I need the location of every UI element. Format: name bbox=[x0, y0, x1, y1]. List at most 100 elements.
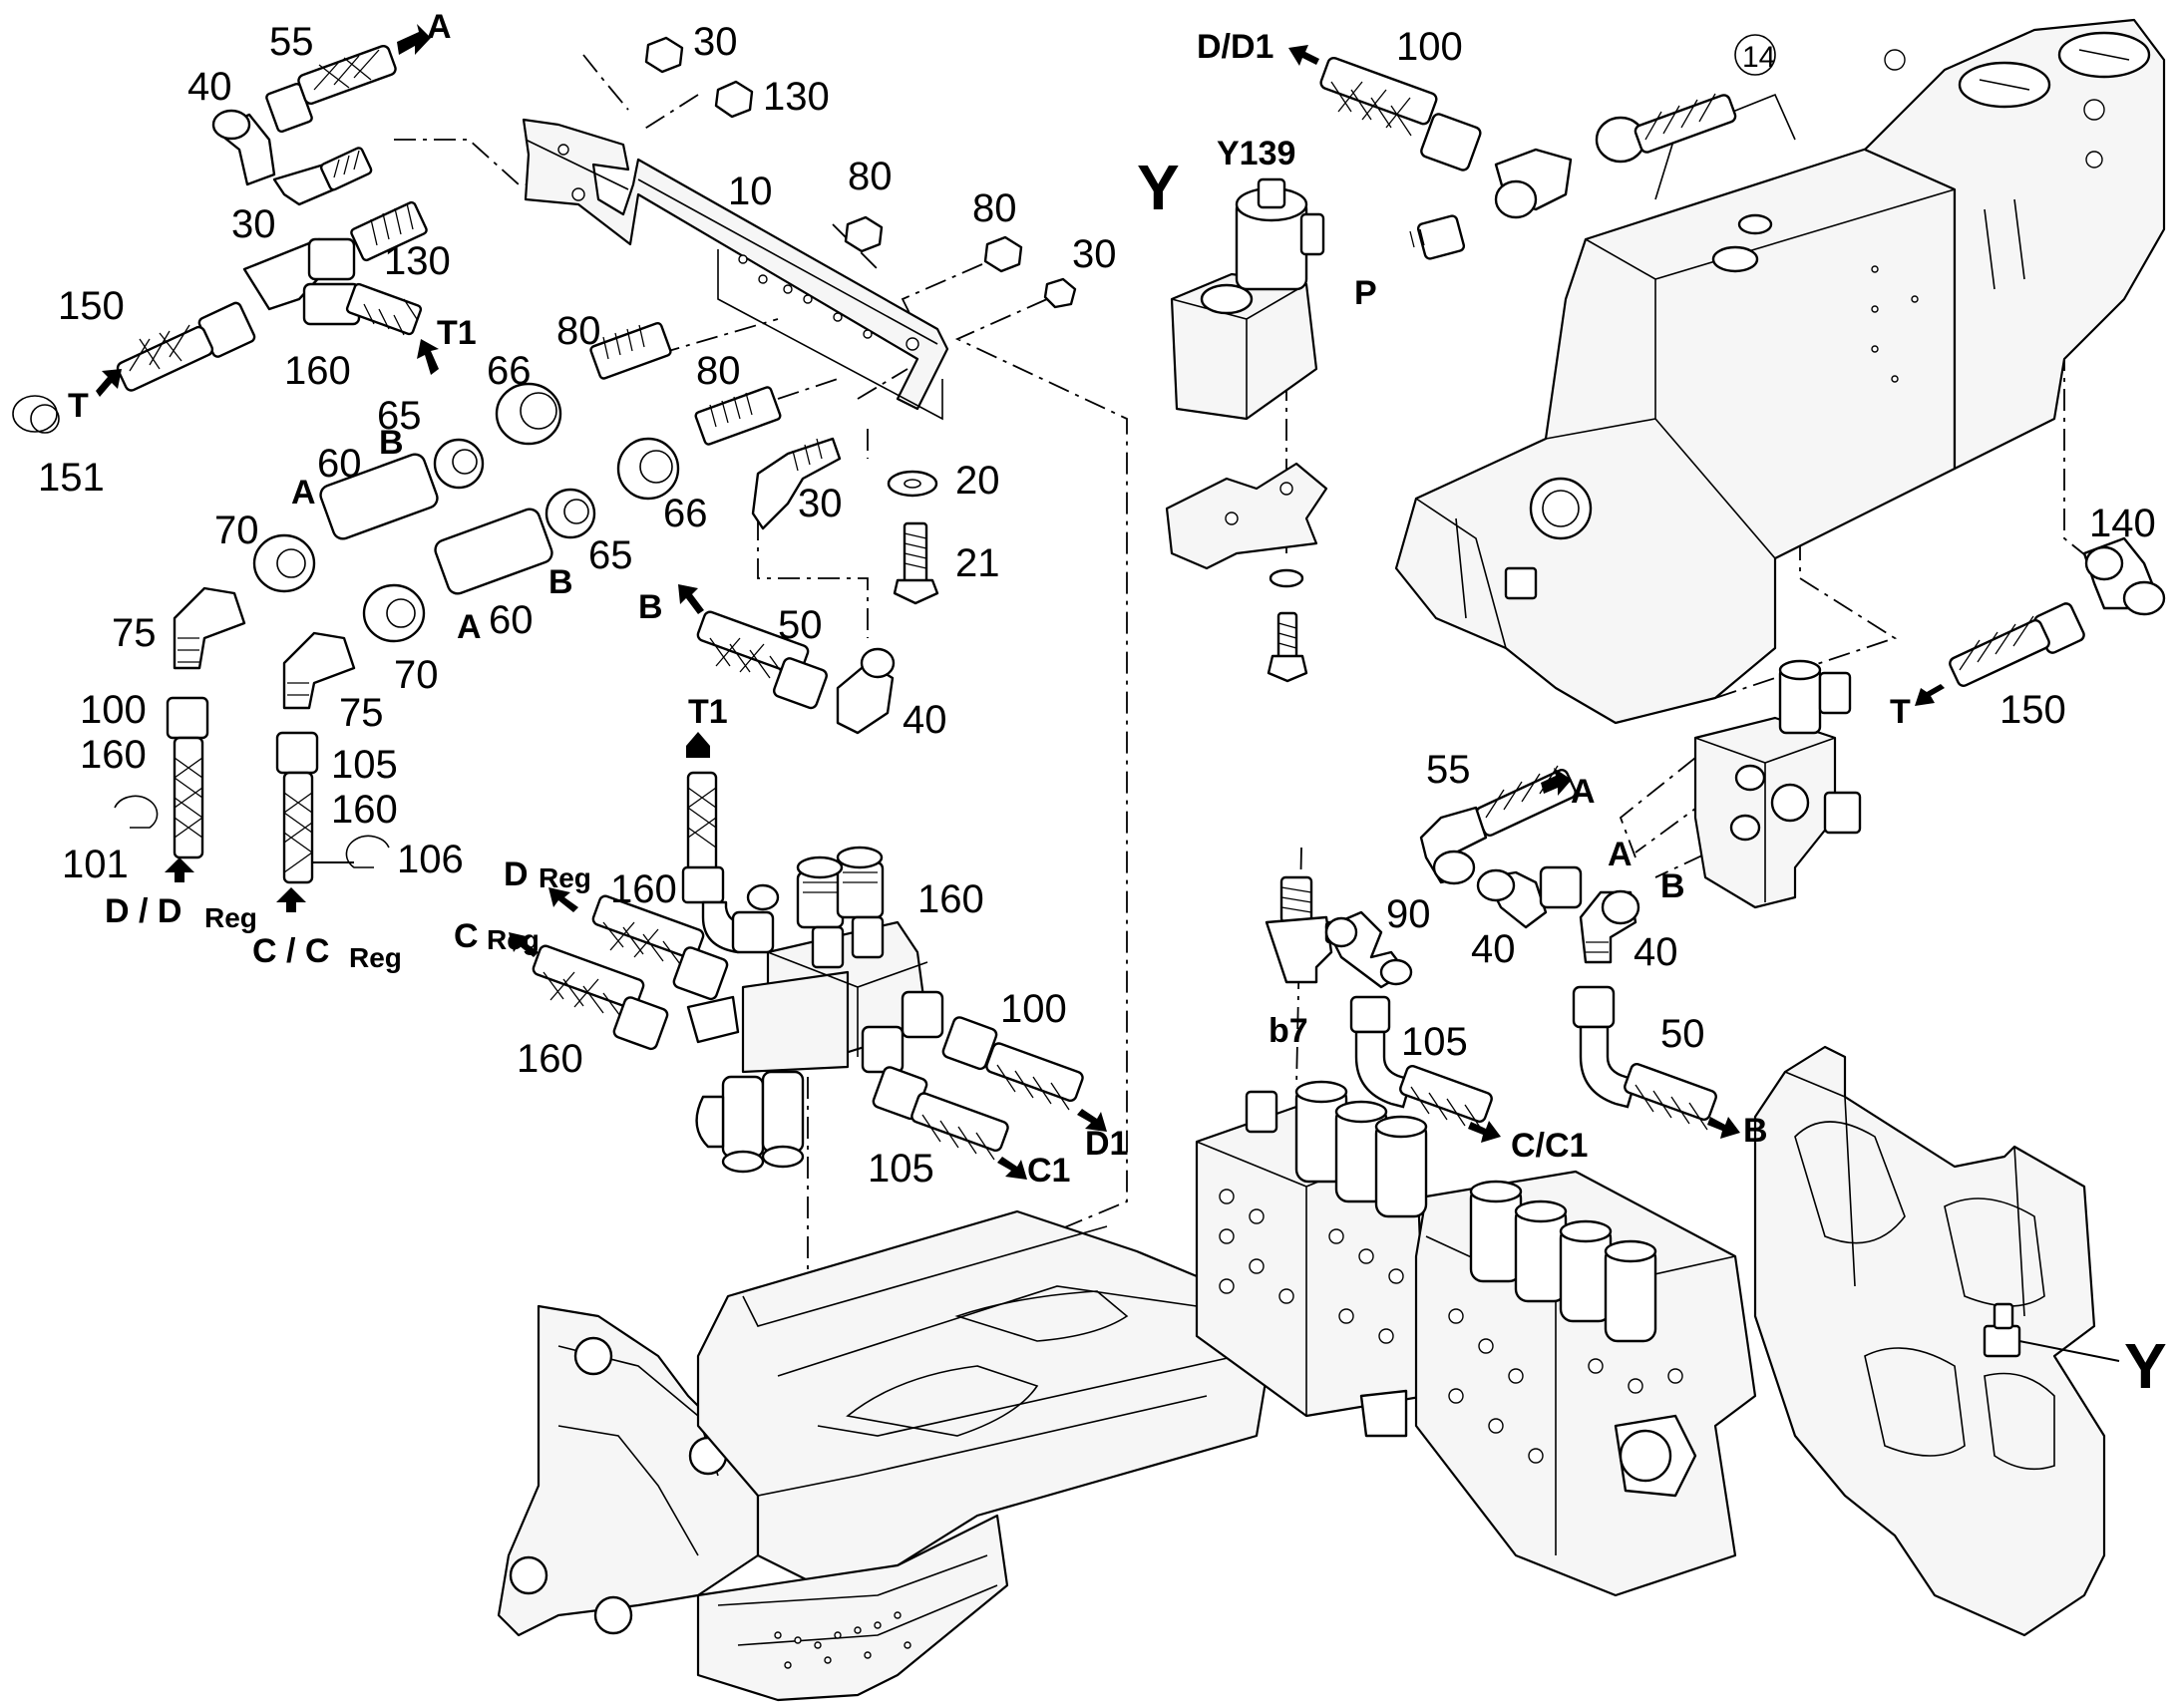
housing-rivets bbox=[1871, 265, 1919, 383]
label-55a: 55 bbox=[269, 20, 314, 64]
adapter-70a bbox=[252, 533, 316, 593]
fittings-top-right bbox=[1319, 34, 1776, 260]
label-75b: 75 bbox=[339, 691, 384, 735]
clamp-151 bbox=[12, 395, 60, 434]
arrow-T1a bbox=[417, 339, 439, 375]
label-creg-sub: Reg bbox=[487, 924, 540, 955]
arrow-T1b bbox=[686, 732, 710, 746]
label-arrow-t1b: T1 bbox=[688, 693, 728, 731]
label-arrow-a3: A bbox=[1608, 836, 1633, 873]
arrow-dd1 bbox=[1288, 45, 1319, 66]
label-105c: 105 bbox=[1401, 1020, 1468, 1064]
label-160f: 160 bbox=[517, 1037, 583, 1081]
hoses-center bbox=[532, 894, 1084, 1161]
label-arrow-a2: A bbox=[1571, 773, 1596, 811]
label-70a: 70 bbox=[214, 509, 259, 552]
nut-80b bbox=[983, 235, 1023, 273]
nut-80a bbox=[844, 215, 884, 253]
label-80d: 80 bbox=[696, 349, 741, 393]
label-105b: 105 bbox=[868, 1147, 934, 1191]
fitting-group-top-left bbox=[12, 44, 428, 434]
arrow-creg bbox=[509, 932, 539, 957]
tee-fitting-top-left bbox=[242, 237, 423, 336]
label-160e: 160 bbox=[917, 877, 984, 921]
label-160b: 160 bbox=[80, 733, 147, 777]
label-66b: 66 bbox=[663, 492, 708, 535]
arrow-A1 bbox=[397, 24, 431, 55]
label-66a: 66 bbox=[487, 349, 532, 393]
label-14: 14 bbox=[1742, 41, 1775, 74]
label-arrow-b4: B bbox=[1743, 1112, 1768, 1150]
label-30a: 30 bbox=[231, 202, 276, 246]
label-y-top: Y bbox=[1137, 152, 1180, 223]
elbow-40-top bbox=[211, 109, 276, 186]
elbow-30d bbox=[751, 437, 842, 530]
callout-labels: 55 A 40 30 30 130 130 10 80 80 30 150 T … bbox=[38, 8, 2167, 1402]
label-arrow-b3: B bbox=[1660, 867, 1685, 905]
label-80a: 80 bbox=[848, 155, 893, 198]
label-30c: 30 bbox=[1072, 232, 1117, 276]
label-40c: 40 bbox=[1471, 927, 1516, 971]
nut-100a bbox=[166, 696, 209, 740]
arrow-dreg bbox=[548, 887, 578, 912]
arrow-ccreg bbox=[276, 887, 306, 912]
adapter-66a bbox=[495, 382, 562, 446]
label-140: 140 bbox=[2089, 502, 2156, 545]
adapter-series bbox=[173, 321, 842, 710]
label-60a: 60 bbox=[317, 442, 362, 486]
label-y-right: Y bbox=[2124, 1330, 2167, 1402]
elbow-75b bbox=[282, 631, 356, 710]
label-dd-reg: Reg bbox=[204, 902, 257, 933]
label-65a: 65 bbox=[377, 394, 422, 438]
arrow-dd bbox=[165, 857, 194, 882]
elbow-30-top bbox=[272, 147, 373, 206]
adapter-65b bbox=[545, 488, 596, 539]
label-160d: 160 bbox=[610, 867, 677, 911]
label-arrow-b-mid: B bbox=[548, 563, 573, 601]
label-151: 151 bbox=[38, 456, 105, 500]
nipple-130 bbox=[350, 200, 428, 262]
arrow-T2 bbox=[1915, 684, 1945, 706]
hose-50-left bbox=[696, 610, 896, 735]
label-100b: 100 bbox=[1000, 987, 1067, 1031]
arrow-A2 bbox=[1541, 768, 1572, 796]
label-105a: 105 bbox=[331, 743, 398, 787]
valve-y139 bbox=[1165, 177, 1328, 683]
hose-100b bbox=[985, 1042, 1084, 1103]
nipple-80d bbox=[694, 386, 782, 446]
arrow-T bbox=[96, 369, 122, 397]
label-50a: 50 bbox=[778, 603, 823, 647]
label-creg: C bbox=[454, 917, 479, 955]
label-30d: 30 bbox=[798, 482, 843, 525]
pointer-lines bbox=[2018, 1340, 2120, 1362]
plate-y139 bbox=[1165, 462, 1328, 570]
label-ccd: C / C bbox=[252, 932, 329, 970]
label-arrow-b-top: B bbox=[379, 424, 404, 462]
nut-30c bbox=[1043, 277, 1077, 309]
label-dd1: D/D1 bbox=[1197, 28, 1273, 66]
label-arrow-t1a: T1 bbox=[437, 314, 477, 352]
adapter-65a bbox=[433, 438, 485, 490]
label-150a: 150 bbox=[58, 284, 125, 328]
bolt-21 bbox=[893, 521, 939, 605]
label-65b: 65 bbox=[588, 533, 633, 577]
label-90: 90 bbox=[1386, 892, 1431, 936]
label-cc1: C/C1 bbox=[1511, 1127, 1588, 1165]
nut-130a bbox=[714, 80, 754, 119]
label-106: 106 bbox=[397, 838, 464, 881]
label-50b: 50 bbox=[1660, 1012, 1705, 1056]
nipple-80c bbox=[589, 321, 672, 380]
label-dreg: D bbox=[504, 855, 529, 893]
tee-90 bbox=[1324, 910, 1493, 1133]
label-160a: 160 bbox=[284, 349, 351, 393]
label-cc-reg: Reg bbox=[349, 942, 402, 973]
arrow-B4 bbox=[1707, 1117, 1740, 1139]
valve-60a bbox=[319, 453, 439, 540]
label-160c: 160 bbox=[331, 788, 398, 832]
adapter-66b bbox=[616, 437, 680, 501]
nut-105c bbox=[1349, 995, 1391, 1034]
hoses-vertical-left bbox=[114, 696, 390, 884]
callout-14-circle bbox=[1734, 34, 1776, 76]
washer-20 bbox=[887, 470, 938, 498]
